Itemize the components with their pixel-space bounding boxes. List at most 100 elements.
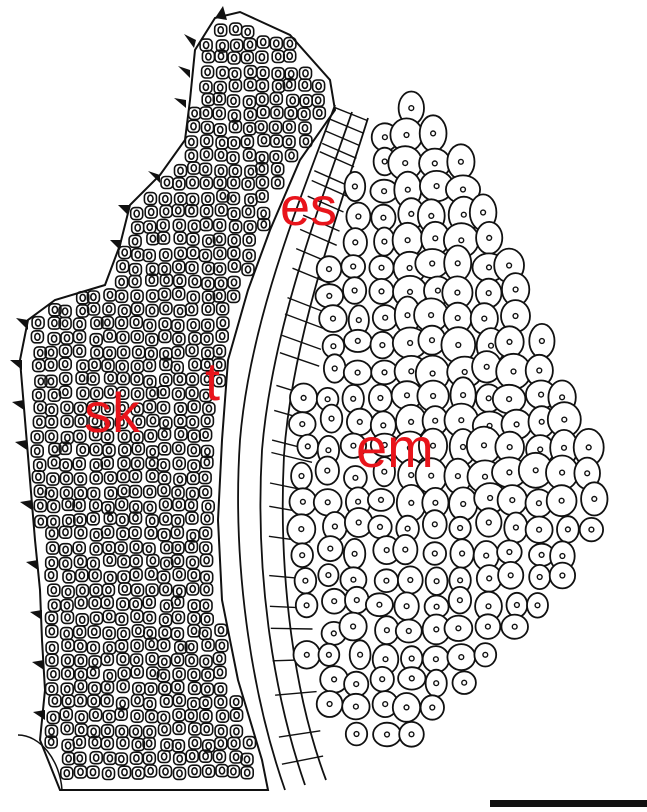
embryo-cell bbox=[527, 593, 548, 618]
embryo-cell bbox=[445, 616, 473, 641]
embryo-cell bbox=[495, 326, 523, 357]
embryo-cell bbox=[550, 563, 575, 589]
embryo-cell bbox=[287, 514, 315, 544]
embryo-cell bbox=[369, 385, 392, 412]
scale-bar bbox=[490, 800, 647, 807]
spine bbox=[20, 500, 32, 510]
endotesta-cross-wall bbox=[285, 314, 324, 329]
embryo-cell bbox=[374, 228, 395, 256]
embryo-cell bbox=[371, 332, 395, 359]
embryo-cell bbox=[581, 482, 607, 515]
embryo-cell bbox=[497, 540, 522, 563]
embryo-cell bbox=[394, 592, 418, 620]
embryo-cell bbox=[450, 539, 473, 568]
embryo-cell bbox=[318, 536, 343, 561]
embryo-cell bbox=[476, 222, 502, 254]
embryo-cell bbox=[474, 643, 496, 666]
label-t: t bbox=[205, 355, 220, 409]
embryo-cell bbox=[316, 284, 344, 307]
endotesta-cross-wall bbox=[326, 131, 360, 146]
embryo-cell bbox=[296, 593, 318, 617]
embryo-cell bbox=[346, 203, 370, 231]
embryo-cell bbox=[368, 516, 391, 539]
embryo-cell bbox=[290, 384, 317, 413]
embryo-cell bbox=[557, 516, 579, 542]
spine bbox=[30, 610, 42, 620]
spine bbox=[10, 360, 22, 370]
embryo-cell bbox=[316, 457, 339, 485]
endotesta-cross-wall bbox=[279, 731, 320, 737]
spine bbox=[215, 6, 227, 20]
embryo-cell bbox=[322, 589, 346, 614]
spine bbox=[26, 560, 38, 570]
embryo-cell bbox=[498, 562, 523, 589]
embryo-cell bbox=[346, 723, 367, 746]
embryo-cell bbox=[493, 385, 526, 414]
embryo-cell bbox=[580, 518, 603, 541]
embryo-cell bbox=[398, 667, 425, 689]
embryo-cell bbox=[345, 587, 369, 614]
embryo-cell bbox=[393, 535, 417, 564]
spine bbox=[15, 440, 27, 450]
embryo-cell bbox=[423, 510, 447, 538]
embryo-cell bbox=[453, 671, 476, 694]
embryo-cell bbox=[321, 405, 343, 433]
embryo-cell bbox=[291, 463, 312, 490]
embryo-cell bbox=[319, 305, 347, 332]
embryo-cell bbox=[424, 542, 447, 565]
embryo-cell bbox=[350, 640, 371, 669]
embryo-cell bbox=[297, 435, 318, 459]
embryo-cell bbox=[373, 305, 398, 330]
embryo-cell bbox=[393, 693, 420, 722]
embryo-cell bbox=[294, 641, 321, 669]
embryo-cell bbox=[504, 513, 527, 543]
embryo-cell bbox=[371, 667, 394, 692]
label-sk: sk bbox=[84, 385, 140, 441]
embryo-cell bbox=[507, 593, 528, 617]
embryo-cell bbox=[317, 256, 342, 282]
embryo-cell bbox=[345, 172, 366, 201]
embryo-cell bbox=[529, 565, 550, 589]
embryo-cell bbox=[295, 568, 317, 593]
embryo-cell bbox=[289, 412, 316, 436]
embryo-cell bbox=[476, 508, 501, 536]
embryo-cell bbox=[344, 672, 368, 697]
spine bbox=[118, 205, 130, 215]
embryo-cell bbox=[526, 517, 553, 543]
label-es: es bbox=[280, 180, 337, 234]
spine bbox=[178, 66, 190, 78]
spine bbox=[110, 240, 122, 250]
embryo-cell bbox=[396, 620, 422, 643]
endotesta-cross-wall bbox=[282, 756, 323, 764]
embryo-cell bbox=[426, 567, 448, 595]
embryo-cell bbox=[290, 488, 317, 515]
embryo-cell bbox=[375, 569, 398, 592]
embryo-cell bbox=[341, 255, 365, 278]
embryo-cell bbox=[344, 228, 367, 257]
embryo-cell bbox=[317, 691, 343, 717]
embryo-cell bbox=[344, 361, 372, 385]
embryo-cell bbox=[447, 144, 474, 179]
embryo-cell bbox=[340, 613, 367, 641]
embryo-cell bbox=[398, 566, 423, 593]
embryo-cell bbox=[291, 543, 313, 567]
spine bbox=[32, 660, 44, 670]
embryo-cell bbox=[449, 587, 471, 614]
embryo-cell bbox=[373, 723, 401, 747]
endotesta-cross-wall bbox=[271, 628, 313, 629]
embryo-cell bbox=[421, 695, 444, 719]
embryo-cell bbox=[501, 615, 528, 639]
spine bbox=[184, 34, 196, 48]
embryo-cell bbox=[344, 539, 365, 569]
label-em: em bbox=[356, 420, 434, 476]
endotesta-cross-wall bbox=[334, 107, 367, 120]
embryo-cell bbox=[343, 277, 366, 304]
embryo-cell bbox=[399, 722, 424, 747]
embryo-cell bbox=[529, 324, 554, 358]
spine bbox=[174, 98, 186, 108]
embryo-cell bbox=[449, 517, 470, 539]
embryo-cell bbox=[420, 115, 447, 151]
embryo-cell bbox=[498, 485, 527, 515]
endotesta-cross-wall bbox=[330, 119, 363, 133]
embryo-cell bbox=[423, 646, 449, 672]
